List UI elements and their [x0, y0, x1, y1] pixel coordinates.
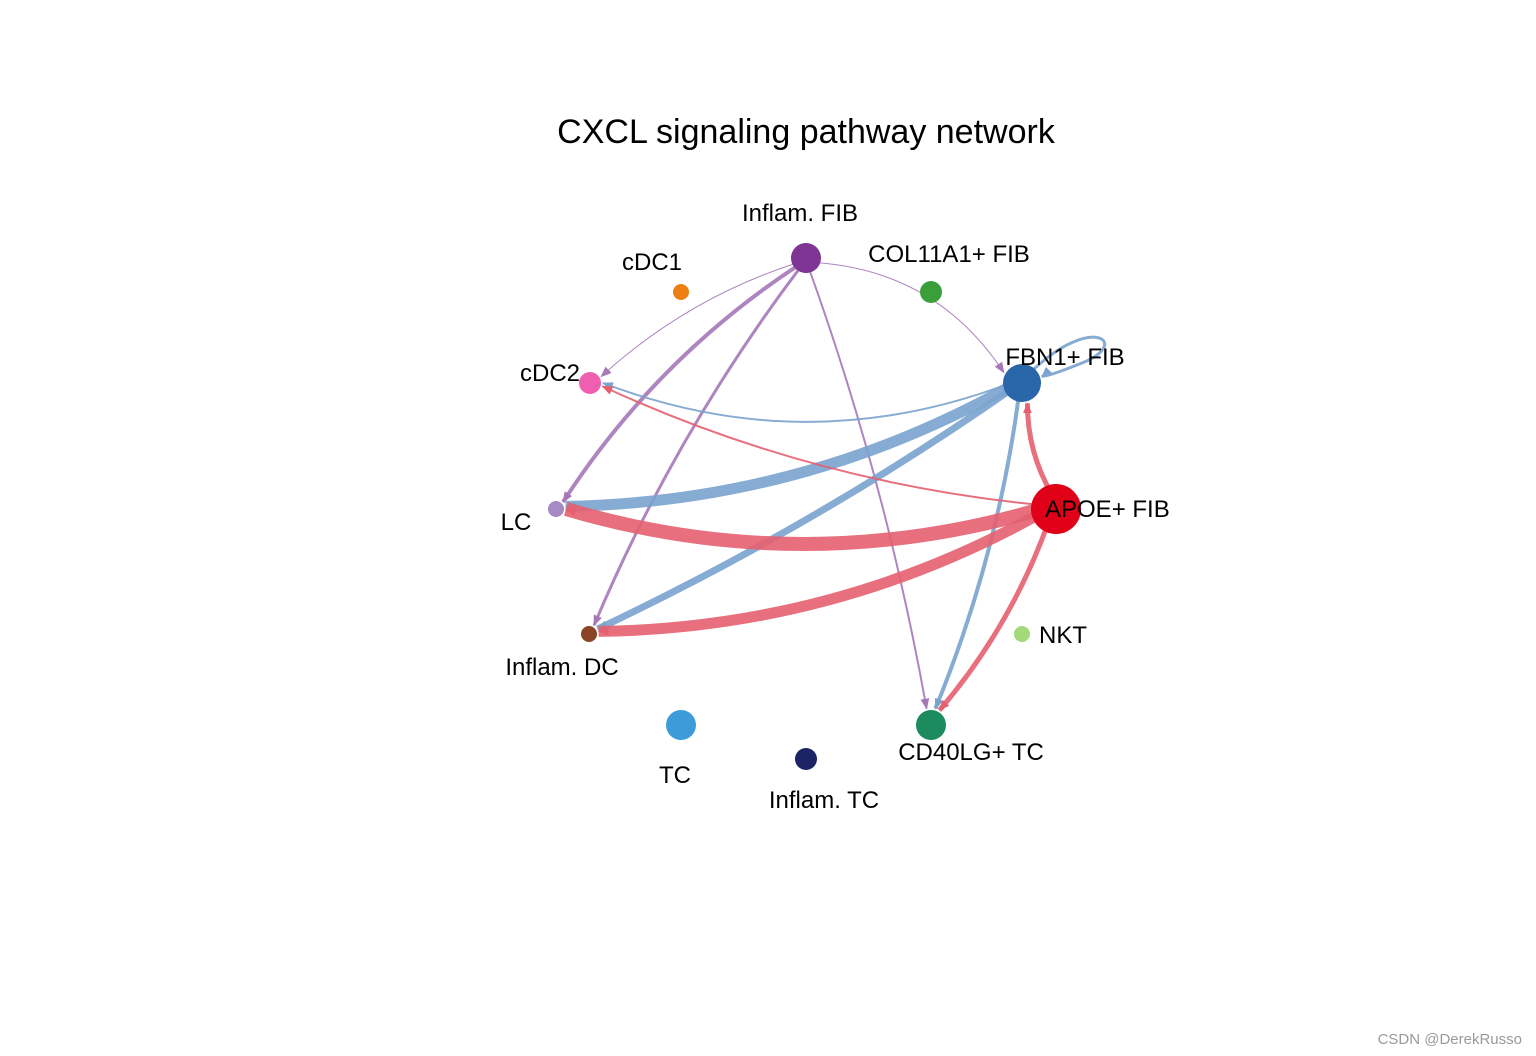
edge-fbn1-to-cd40lg	[933, 393, 1022, 710]
node-label-cdc1: cDC1	[622, 249, 682, 276]
edge-inflam_fib-to-fbn1	[813, 262, 1005, 374]
watermark: CSDN @DerekRusso	[1377, 1031, 1522, 1048]
node-inflam_fib	[791, 243, 821, 273]
node-cdc2	[579, 372, 601, 394]
node-label-lc: LC	[501, 509, 532, 536]
node-label-inflam_fib: Inflam. FIB	[742, 200, 858, 227]
node-label-inflam_dc: Inflam. DC	[505, 654, 618, 681]
labels-layer: Inflam. FIB COL11A1+ FIB FBN1+ FIB APOE+ FI…	[501, 200, 1170, 814]
edge-apoe-to-lc	[564, 502, 1043, 551]
edge-apoe-to-inflam_dc	[597, 508, 1045, 637]
node-label-col11a1: COL11A1+ FIB	[868, 241, 1030, 268]
node-lc	[548, 501, 564, 517]
edge-inflam_fib-to-cdc2	[600, 262, 799, 378]
edge-inflam_fib-to-inflam_dc	[592, 264, 803, 627]
node-label-cdc2: cDC2	[520, 360, 580, 387]
edge-fbn1-to-cdc2	[601, 382, 1011, 423]
node-label-inflam_tc: Inflam. TC	[769, 787, 879, 814]
node-cdc1	[673, 284, 689, 300]
node-tc	[666, 710, 696, 740]
node-label-apoe: APOE+ FIB	[1045, 496, 1170, 523]
node-apoe	[1031, 484, 1081, 534]
node-label-cd40lg: CD40LG+ TC	[898, 739, 1044, 766]
edge-inflam_fib-to-cd40lg	[807, 266, 930, 710]
edge-fbn1-to-fbn1	[1030, 335, 1106, 379]
edge-inflam_fib-to-lc	[561, 262, 801, 504]
node-cd40lg	[916, 710, 946, 740]
edge-fbn1-to-inflam_dc	[596, 385, 1015, 633]
edge-apoe-to-cdc2	[601, 385, 1042, 507]
diagram-title: CXCL signaling pathway network	[557, 113, 1056, 151]
edge-apoe-to-cd40lg	[937, 521, 1051, 712]
node-inflam_tc	[795, 748, 817, 770]
node-nkt	[1014, 626, 1030, 642]
node-label-fbn1: FBN1+ FIB	[1005, 344, 1124, 371]
node-label-tc: TC	[659, 762, 691, 789]
edge-apoe-to-fbn1	[1023, 402, 1055, 496]
node-col11a1	[920, 281, 942, 303]
nodes-layer	[548, 243, 1081, 770]
node-fbn1	[1003, 364, 1041, 402]
edge-fbn1-to-lc	[564, 381, 1014, 512]
edges-layer	[561, 262, 1106, 712]
node-inflam_dc	[581, 626, 597, 642]
node-label-nkt: NKT	[1039, 622, 1087, 649]
